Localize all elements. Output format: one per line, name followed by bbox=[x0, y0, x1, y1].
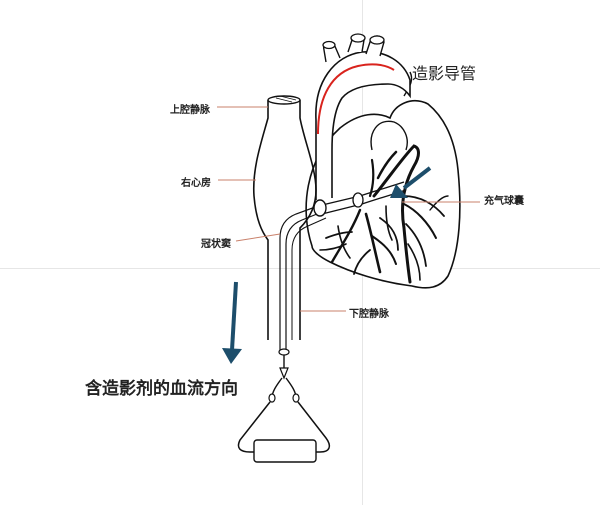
label-balloon: 充气球囊 bbox=[484, 196, 524, 207]
balloon-shape bbox=[313, 199, 327, 217]
label-right-atrium: 右心房 bbox=[181, 178, 211, 189]
vena-cava-outline bbox=[252, 100, 317, 340]
catheter-tubing bbox=[237, 340, 331, 453]
label-ivc: 下腔静脉 bbox=[349, 309, 389, 320]
label-catheter: 造影导管 bbox=[412, 64, 477, 83]
aorta-outline bbox=[315, 51, 411, 200]
arrow-down-left-icon bbox=[390, 166, 432, 198]
catheter-line bbox=[317, 63, 395, 135]
coronary-veins bbox=[319, 144, 449, 284]
arrow-down-icon bbox=[222, 281, 242, 364]
label-svc: 上腔静脉 bbox=[170, 105, 210, 116]
label-flow-direction: 含造影剂的血流方向 bbox=[85, 379, 238, 399]
label-coronary-sinus: 冠状窦 bbox=[201, 239, 231, 250]
pump-box bbox=[253, 439, 317, 463]
leader-lines bbox=[217, 106, 480, 312]
